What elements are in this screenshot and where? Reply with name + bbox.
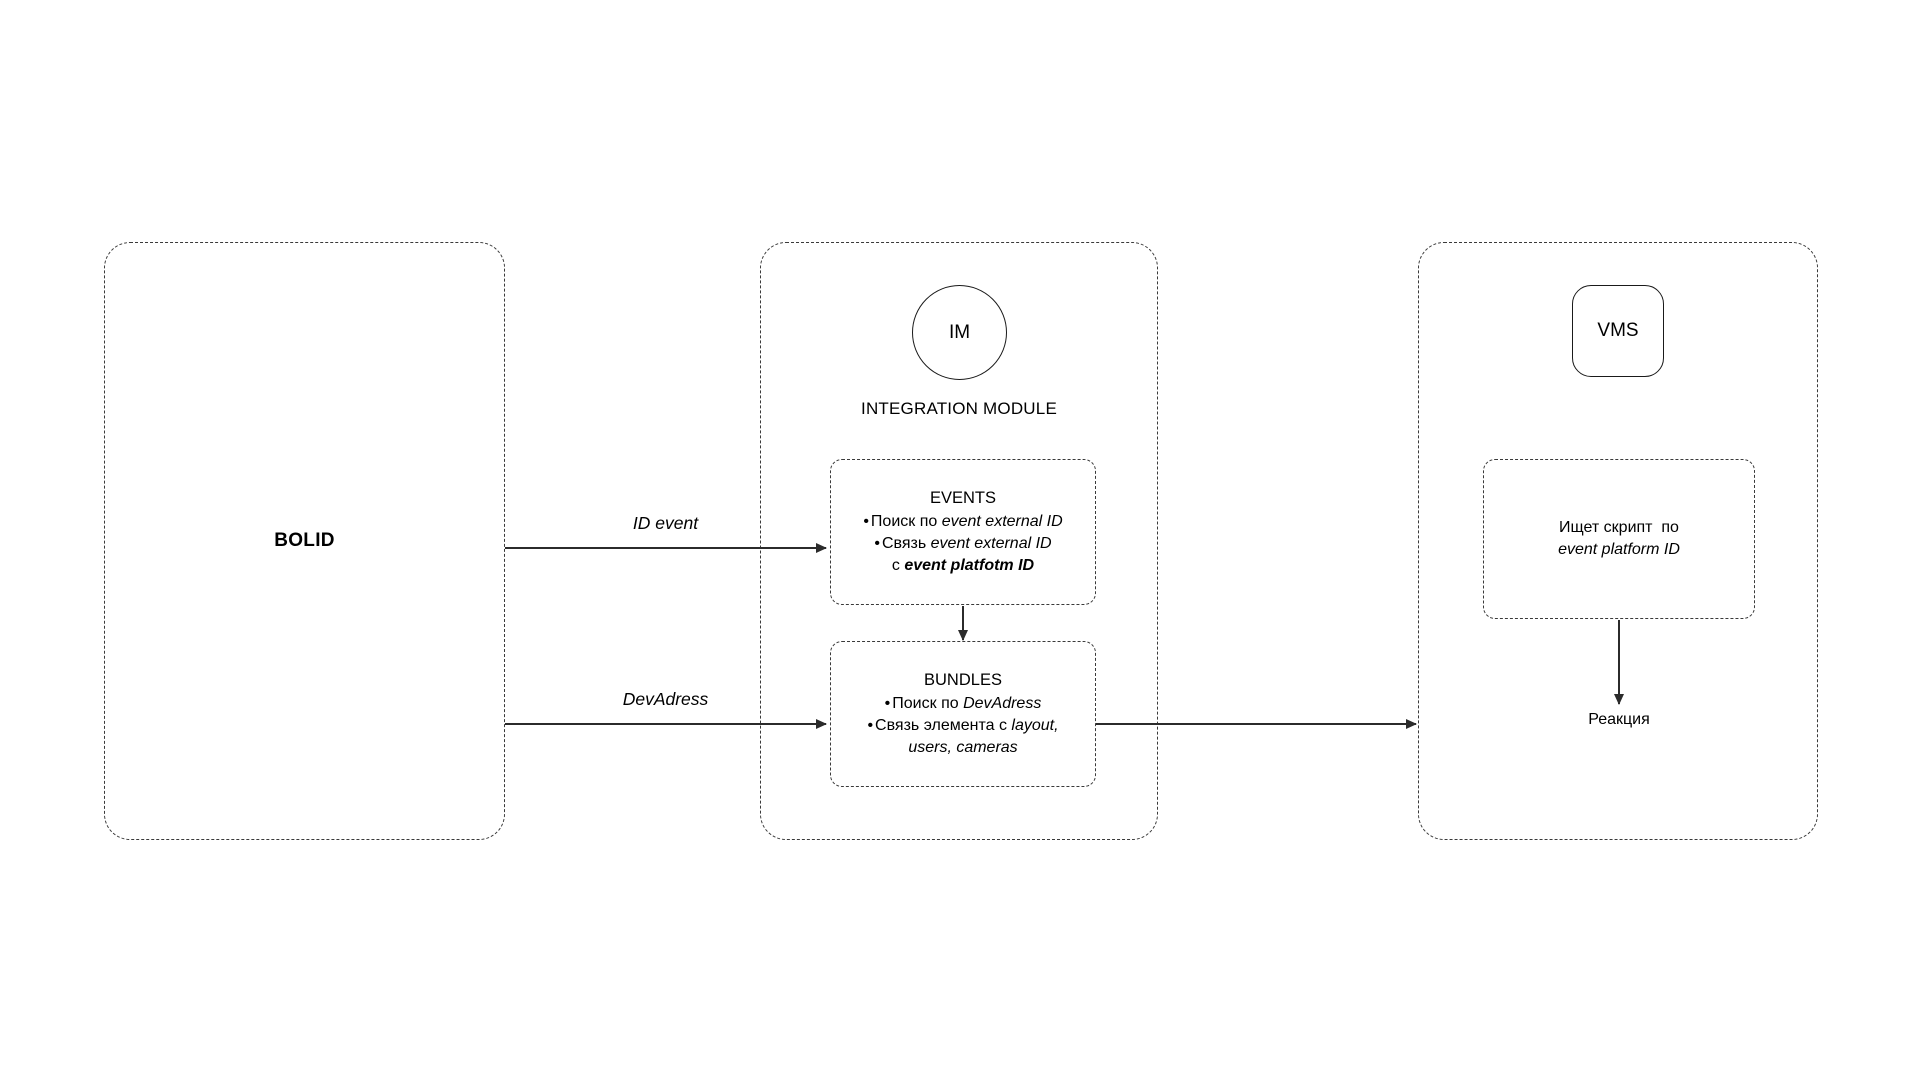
list-item-continuation: с event platfotm ID (863, 555, 1062, 577)
arrow-bolid-to-events (505, 542, 827, 553)
list-item-prefix: Поиск по (892, 694, 964, 712)
vms-node-label: VMS (1597, 320, 1639, 341)
arrow-events-to-bundles (957, 606, 968, 641)
list-item-emphasis: DevAdress (963, 694, 1042, 712)
events-box: EVENTS •Поиск по event external ID •Связ… (830, 459, 1096, 605)
list-item-prefix: Поиск по (870, 512, 942, 530)
arrow-bolid-to-bundles (505, 718, 827, 729)
list-item-prefix: Связь (881, 534, 931, 552)
lane-integration-module (760, 242, 1158, 840)
vms-node: VMS (1572, 285, 1664, 377)
list-item-prefix: Связь элемента с (875, 716, 1012, 734)
im-node: IM (912, 285, 1007, 380)
arrow-vms-to-reaction (1613, 620, 1624, 705)
continuation-emphasis: users, cameras (908, 738, 1018, 756)
events-box-title: EVENTS (929, 489, 997, 508)
list-item: •Связь элемента с layout, (867, 715, 1058, 737)
bolid-title: BOLID (274, 530, 335, 551)
edge-label-devadress: DevAdress (622, 689, 709, 709)
reaction-label: Реакция (1588, 711, 1650, 728)
continuation-prefix: с (891, 556, 905, 574)
bullet-icon: • (867, 716, 874, 734)
im-node-caption: INTEGRATION MODULE (861, 399, 1057, 418)
list-item-emphasis: event external ID (930, 534, 1052, 552)
list-item-emphasis: layout, (1011, 716, 1059, 734)
continuation-emphasis: event platfotm ID (904, 556, 1035, 574)
list-item-continuation: users, cameras (867, 737, 1058, 759)
lane-bolid (104, 242, 505, 840)
list-item-emphasis: event external ID (941, 512, 1063, 530)
bundles-box-title: BUNDLES (924, 671, 1002, 690)
lane-vms (1418, 242, 1818, 840)
bullet-icon: • (874, 534, 880, 552)
events-box-list: •Поиск по event external ID •Связь event… (863, 511, 1062, 577)
bullet-icon: • (884, 694, 891, 712)
vms-script-box: Ищет скрипт по event platform ID (1483, 459, 1755, 619)
list-item: •Поиск по DevAdress (867, 693, 1058, 715)
arrow-bundles-to-vms (1096, 718, 1417, 729)
list-item: •Связь event external ID (863, 533, 1062, 555)
bundles-box-list: •Поиск по DevAdress •Связь элемента с la… (867, 693, 1058, 759)
vms-script-line1: Ищет скрипт по (1559, 518, 1679, 536)
list-item: •Поиск по event external ID (863, 511, 1062, 533)
im-node-label: IM (948, 321, 971, 343)
edge-label-id-event: ID event (632, 513, 699, 533)
bullet-icon: • (863, 512, 869, 530)
bundles-box: BUNDLES •Поиск по DevAdress •Связь элеме… (830, 641, 1096, 787)
vms-script-line2: event platform ID (1558, 541, 1680, 558)
